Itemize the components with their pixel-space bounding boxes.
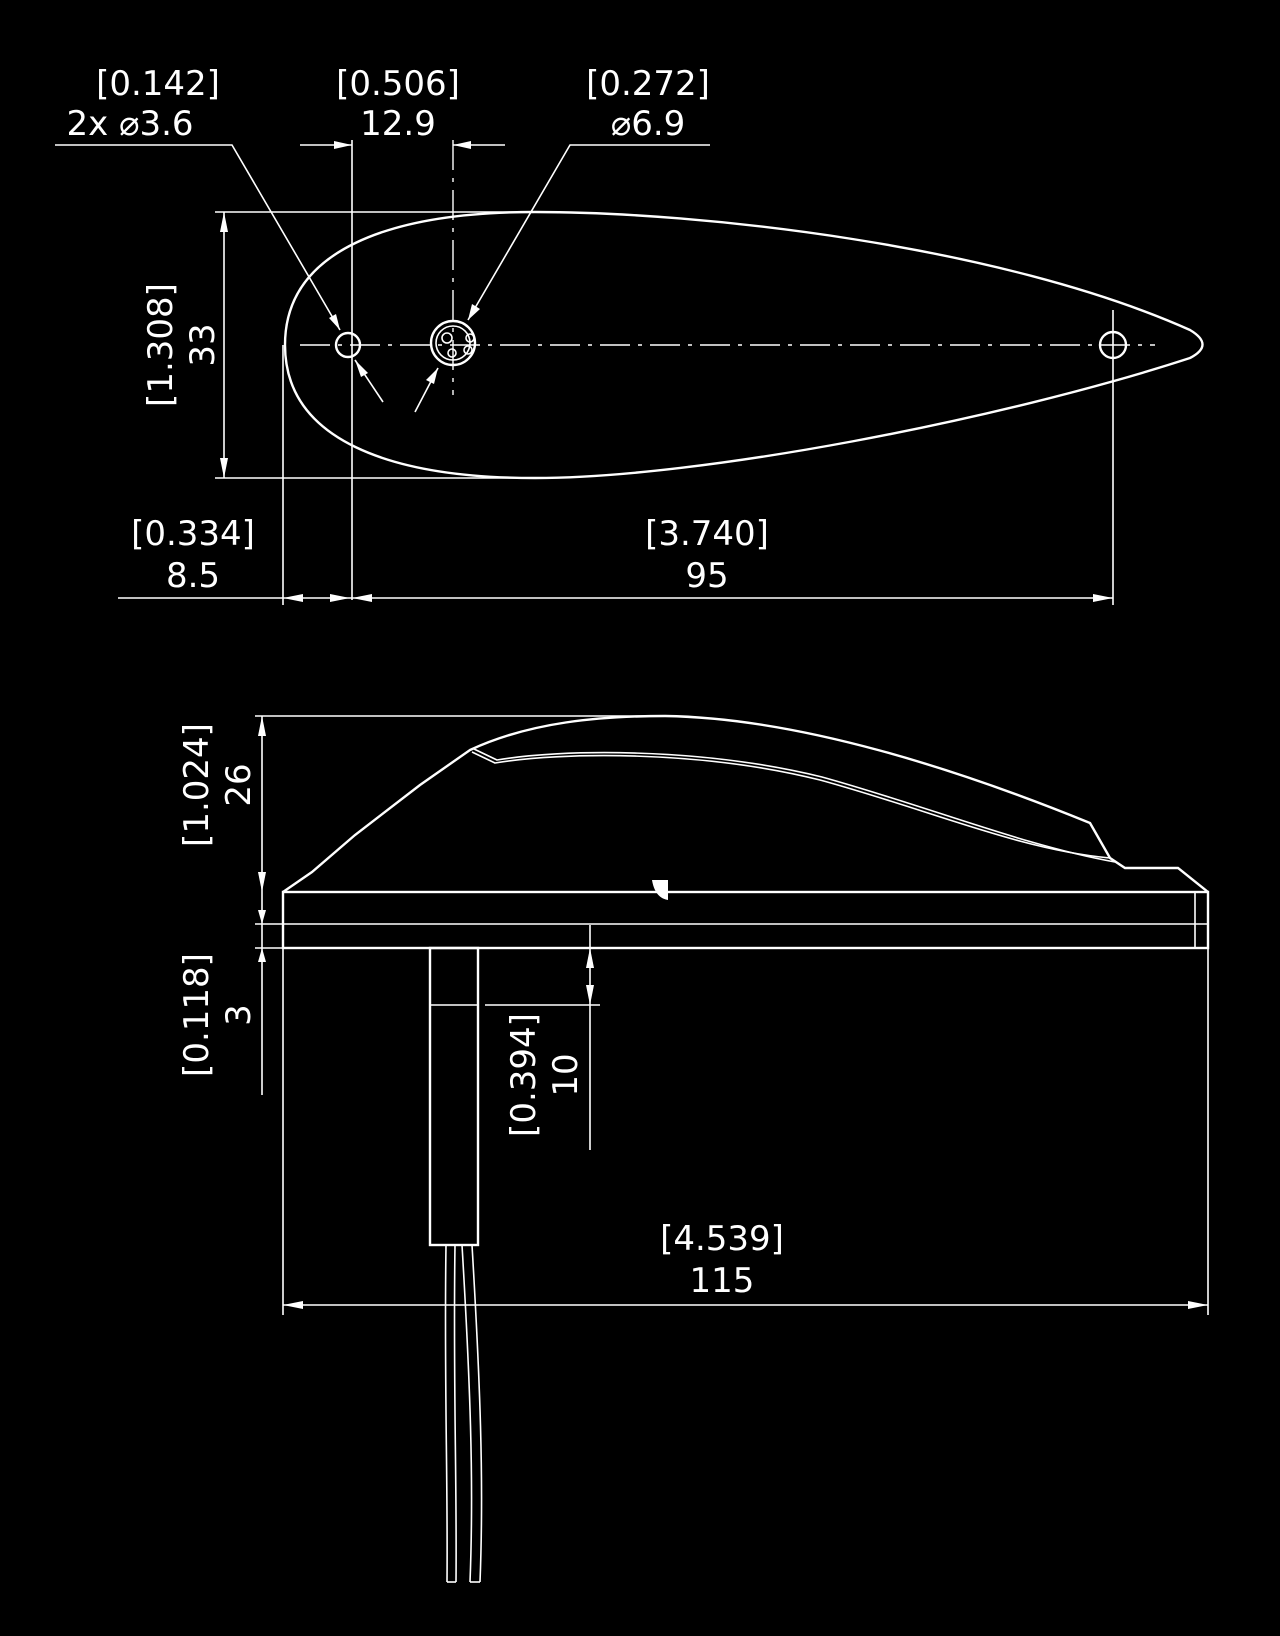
- top-view: [0.142] 2x ⌀3.6 [0.506] 12.9 [0.272] ⌀6.…: [55, 64, 1204, 605]
- width-dim-inch: [1.308]: [141, 283, 181, 407]
- edge-dim-inch: [0.334]: [131, 514, 255, 554]
- base-dim-mm: 3: [219, 1004, 259, 1026]
- hole-dim-inch: [0.142]: [96, 64, 220, 104]
- hole-dim-mm: 2x ⌀3.6: [66, 104, 193, 144]
- mark: [652, 880, 668, 900]
- height-dim-inch: [1.024]: [177, 723, 217, 847]
- side-view: [1.024] 26 [0.118] 3 [0.394] 10 [4.539] …: [177, 714, 1210, 1583]
- width-dim-mm: 33: [183, 323, 223, 366]
- dome-inner-line: [471, 751, 1111, 859]
- dome-outline: [282, 714, 1209, 893]
- hole-spacing-dim-inch: [3.740]: [645, 514, 769, 554]
- offset-dim-inch: [0.506]: [336, 64, 460, 104]
- connector-dim-inch: [0.272]: [586, 64, 710, 104]
- cable-sleeve: [428, 946, 480, 1247]
- hole-spacing-dim-mm: 95: [685, 556, 728, 596]
- cable-dim-inch: [0.394]: [504, 1013, 544, 1137]
- height-dim-mm: 26: [219, 763, 259, 806]
- base-dim-inch: [0.118]: [177, 953, 217, 1077]
- base-plate: [281, 890, 1210, 950]
- connector-dim-mm: ⌀6.9: [611, 104, 686, 144]
- teardrop-outline: [283, 210, 1204, 480]
- length-dim-inch: [4.539]: [660, 1219, 784, 1259]
- edge-dim-mm: 8.5: [166, 556, 220, 596]
- offset-dim-mm: 12.9: [360, 104, 436, 144]
- length-dim-mm: 115: [690, 1261, 755, 1301]
- cable-dim-mm: 10: [546, 1053, 586, 1096]
- cable-wires: [444, 1244, 483, 1583]
